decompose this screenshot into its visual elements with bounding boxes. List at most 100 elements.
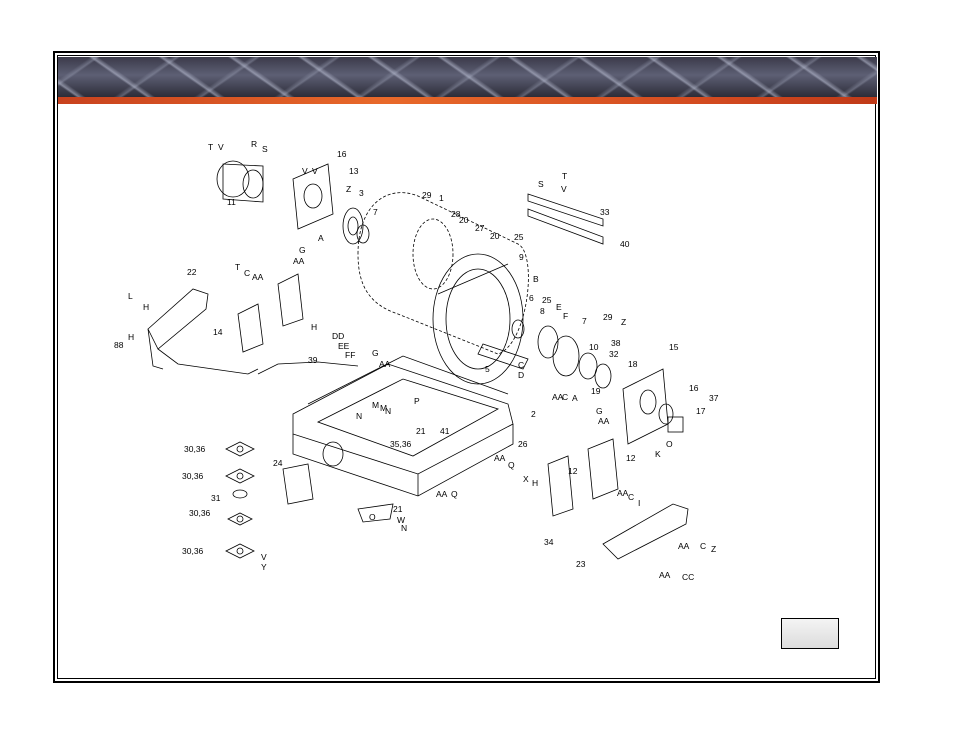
callout-label: 32 — [609, 349, 619, 359]
callout-label: M — [380, 403, 387, 413]
callout-label: 12 — [568, 466, 578, 476]
callout-label: AA — [678, 541, 690, 551]
callout-label: C — [700, 541, 706, 551]
callout-label: AA — [617, 488, 629, 498]
drum-body — [357, 192, 529, 355]
callout-label: D — [518, 370, 524, 380]
callout-label: DD — [332, 331, 344, 341]
callout-label: 30,36 — [182, 546, 204, 556]
callout-label: 35,36 — [390, 439, 412, 449]
shaft-5 — [477, 343, 529, 370]
callout-label: X — [523, 474, 529, 484]
bracket-12a — [547, 455, 574, 517]
callout-label: 7 — [373, 207, 378, 217]
nav-button-box[interactable] — [781, 618, 839, 649]
callout-label: H — [532, 478, 538, 488]
callout-label: FF — [345, 350, 355, 360]
callout-label: V — [302, 166, 308, 176]
page-frame-inner — [57, 55, 876, 679]
callout-label: 40 — [620, 239, 630, 249]
callout-label: Z — [346, 184, 351, 194]
callout-label: AA — [494, 453, 506, 463]
callout-label: 34 — [544, 537, 554, 547]
callout-label: CC — [682, 572, 694, 582]
callout-label: G — [372, 348, 379, 358]
shaft-hub — [537, 325, 559, 359]
bracket-12b — [587, 438, 619, 500]
callout-label: Z — [711, 544, 716, 554]
callout-label: I — [638, 498, 640, 508]
callout-label: F — [563, 311, 568, 321]
callout-label: 27 — [475, 223, 485, 233]
callout-label: AA — [379, 359, 391, 369]
callout-label: 20 — [490, 231, 500, 241]
isolator-group — [225, 441, 255, 559]
callout-label: AA — [659, 570, 671, 580]
callout-label: 3 — [359, 188, 364, 198]
callout-label: G — [299, 245, 306, 255]
callout-label: T — [235, 262, 240, 272]
callout-label: AA — [293, 256, 305, 266]
callout-label: H — [311, 322, 317, 332]
callout-label: 17 — [696, 406, 706, 416]
callout-label: 28 — [451, 209, 461, 219]
callout-label: 22 — [187, 267, 197, 277]
callout-label: H — [143, 302, 149, 312]
callout-label: C — [628, 492, 634, 502]
callout-label: Y — [261, 562, 267, 572]
page-frame-outer — [53, 51, 880, 683]
callout-label: S — [262, 144, 268, 154]
callout-label: 30,36 — [189, 508, 211, 518]
mount-plate-left — [292, 163, 334, 230]
header-banner — [58, 57, 877, 97]
callout-label: 1 — [439, 193, 444, 203]
callout-label: 39 — [308, 355, 318, 365]
callout-label: 33 — [600, 207, 610, 217]
callout-label: N — [356, 411, 362, 421]
bracket-23 — [602, 503, 689, 560]
callout-label: Q — [508, 460, 515, 470]
bearing-plate — [342, 207, 364, 245]
callout-label: Q — [451, 489, 458, 499]
bracket-14b — [277, 273, 304, 327]
callout-label: V — [261, 552, 267, 562]
callout-label: 37 — [709, 393, 719, 403]
callout-label: N — [401, 523, 407, 533]
callout-label: C — [562, 392, 568, 402]
callout-label: 6 — [529, 293, 534, 303]
callout-label: 88 — [114, 340, 124, 350]
callout-label: 2 — [531, 409, 536, 419]
callout-label: T — [208, 142, 213, 152]
callout-label: 18 — [628, 359, 638, 369]
callout-label: AA — [598, 416, 610, 426]
callout-label: Z — [621, 317, 626, 327]
callout-label: C — [518, 360, 524, 370]
callout-label: 20 — [459, 215, 469, 225]
bracket-22 — [147, 288, 209, 350]
callout-label: 16 — [689, 383, 699, 393]
callout-label: AA — [436, 489, 448, 499]
callout-label: 12 — [626, 453, 636, 463]
callout-label: N — [385, 406, 391, 416]
callout-label: B — [533, 274, 539, 284]
callout-label: P — [414, 396, 420, 406]
callout-label: 24 — [273, 458, 283, 468]
callout-label: E — [556, 302, 562, 312]
mount-24 — [282, 463, 314, 505]
callout-label: AA — [252, 272, 264, 282]
callout-label: C — [244, 268, 250, 278]
callout-label: 23 — [576, 559, 586, 569]
callout-label: 26 — [518, 439, 528, 449]
callout-label: 15 — [669, 342, 679, 352]
callout-label: O — [666, 439, 673, 449]
callout-label: 16 — [337, 149, 347, 159]
callout-label: 29 — [603, 312, 613, 322]
callout-label: 30,36 — [182, 471, 204, 481]
callout-label: 5 — [485, 364, 490, 374]
callout-label: 29 — [422, 190, 432, 200]
drum-end-disk — [432, 253, 524, 385]
callout-label: M — [372, 400, 379, 410]
callout-label: 25 — [514, 232, 524, 242]
drawing-linework — [147, 160, 689, 560]
callout-label: 7 — [582, 316, 587, 326]
